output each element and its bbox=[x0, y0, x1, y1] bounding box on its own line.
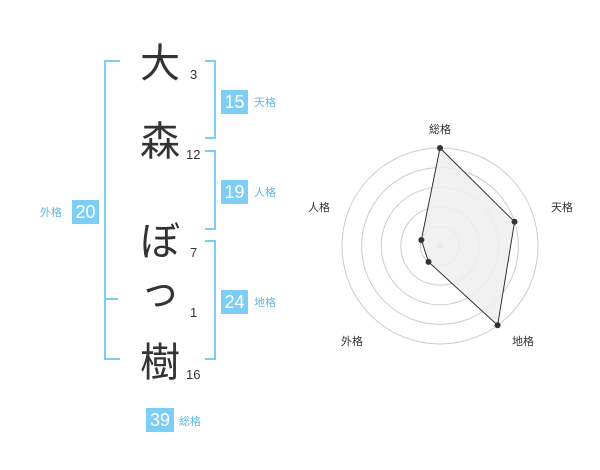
chikaku-value: 24 bbox=[221, 290, 248, 314]
jinkaku-bracket-bottom bbox=[205, 228, 216, 230]
jinkaku-label: 人格 bbox=[254, 186, 276, 199]
chikaku-bracket bbox=[214, 240, 216, 360]
radar-axis-label-jinkaku: 人格 bbox=[308, 201, 330, 214]
tenkaku-bracket-top bbox=[205, 60, 216, 62]
jinkaku-bracket bbox=[214, 150, 216, 230]
tenkaku-value: 15 bbox=[221, 90, 248, 114]
radar-axis-label-gaikaku: 外格 bbox=[341, 335, 363, 348]
name-character-1: 大 bbox=[140, 41, 180, 87]
radar-axis-label-soukaku: 総格 bbox=[429, 123, 451, 136]
radar-point-3 bbox=[494, 322, 501, 329]
gaikaku-label: 外格 bbox=[40, 206, 62, 219]
radar-axis-label-chikaku: 地格 bbox=[512, 335, 534, 348]
soukaku-value: 39 bbox=[146, 408, 174, 432]
chikaku-bracket-top bbox=[205, 240, 216, 242]
name-character-3: ぼ bbox=[140, 219, 180, 265]
gaikaku-bracket-bottom bbox=[104, 358, 120, 360]
radar-value-polygon bbox=[420, 146, 516, 327]
stroke-count-4: 1 bbox=[190, 305, 198, 320]
tenkaku-label: 天格 bbox=[254, 96, 276, 109]
chikaku-bracket-bottom bbox=[205, 358, 216, 360]
name-character-5: 樹 bbox=[140, 340, 180, 386]
chikaku-label: 地格 bbox=[254, 296, 276, 309]
gaikaku-bracket-mid bbox=[104, 298, 118, 300]
tenkaku-bracket bbox=[214, 60, 216, 139]
name-character-2: 森 bbox=[140, 119, 180, 165]
jinkaku-value: 19 bbox=[221, 180, 248, 204]
stroke-count-2: 12 bbox=[186, 147, 201, 162]
radar-axis-label-tenkaku: 天格 bbox=[551, 201, 573, 214]
gaikaku-bracket bbox=[104, 60, 106, 360]
gaikaku-bracket-top bbox=[104, 60, 120, 62]
radar-point-2 bbox=[511, 218, 518, 225]
name-character-4: っ bbox=[140, 269, 180, 315]
stroke-count-3: 7 bbox=[190, 245, 198, 260]
soukaku-label: 総格 bbox=[179, 415, 201, 428]
stroke-count-1: 3 bbox=[190, 67, 198, 82]
radar-point-5 bbox=[418, 236, 425, 243]
jinkaku-bracket-top bbox=[205, 150, 216, 152]
radar-point-1 bbox=[437, 145, 443, 151]
stroke-count-5: 16 bbox=[186, 367, 201, 382]
tenkaku-bracket-bottom bbox=[205, 137, 216, 139]
radar-point-4 bbox=[425, 258, 432, 265]
gaikaku-value: 20 bbox=[72, 200, 99, 224]
